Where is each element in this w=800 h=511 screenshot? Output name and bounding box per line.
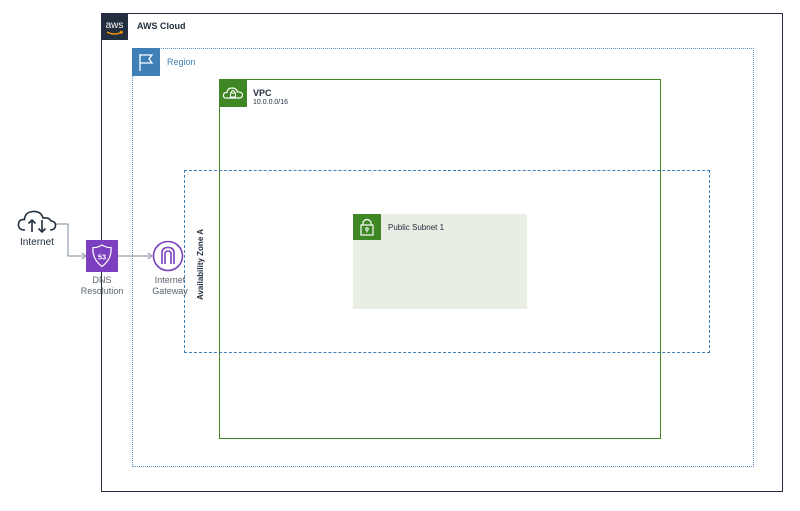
internet-gateway-icon xyxy=(152,240,184,272)
cloud-upload-download-icon xyxy=(16,206,58,236)
internet-label: Internet xyxy=(20,237,54,248)
aws-cloud-label: AWS Cloud xyxy=(137,21,186,31)
dns-label-line2: Resolution xyxy=(80,286,124,296)
vpc-cloud-lock-icon xyxy=(219,79,247,107)
vpc-container xyxy=(219,79,661,439)
aws-logo-icon: aws xyxy=(101,13,128,40)
region-label: Region xyxy=(167,57,196,67)
region-container xyxy=(132,48,754,467)
dns-resolution-label: DNS Resolution xyxy=(76,275,128,297)
public-subnet-label: Public Subnet 1 xyxy=(388,223,445,232)
vpc-label: VPC xyxy=(253,88,272,98)
internet-gateway-label: Internet Gateway xyxy=(144,275,196,297)
subnet-lock-icon xyxy=(353,214,381,240)
aws-logo-text: aws xyxy=(106,20,124,31)
gateway-label-line2: Gateway xyxy=(152,286,188,296)
route53-badge-text: 53 xyxy=(98,253,106,262)
region-flag-icon xyxy=(132,48,160,76)
public-subnet-container xyxy=(353,214,527,309)
internet-to-dns-connector xyxy=(56,223,84,257)
dns-label-line1: DNS xyxy=(92,275,112,285)
gateway-label-line1: Internet xyxy=(154,275,186,285)
route53-icon: 53 xyxy=(86,240,118,272)
availability-zone-container xyxy=(184,170,710,353)
vpc-cidr: 10.0.0.0/16 xyxy=(253,99,289,106)
